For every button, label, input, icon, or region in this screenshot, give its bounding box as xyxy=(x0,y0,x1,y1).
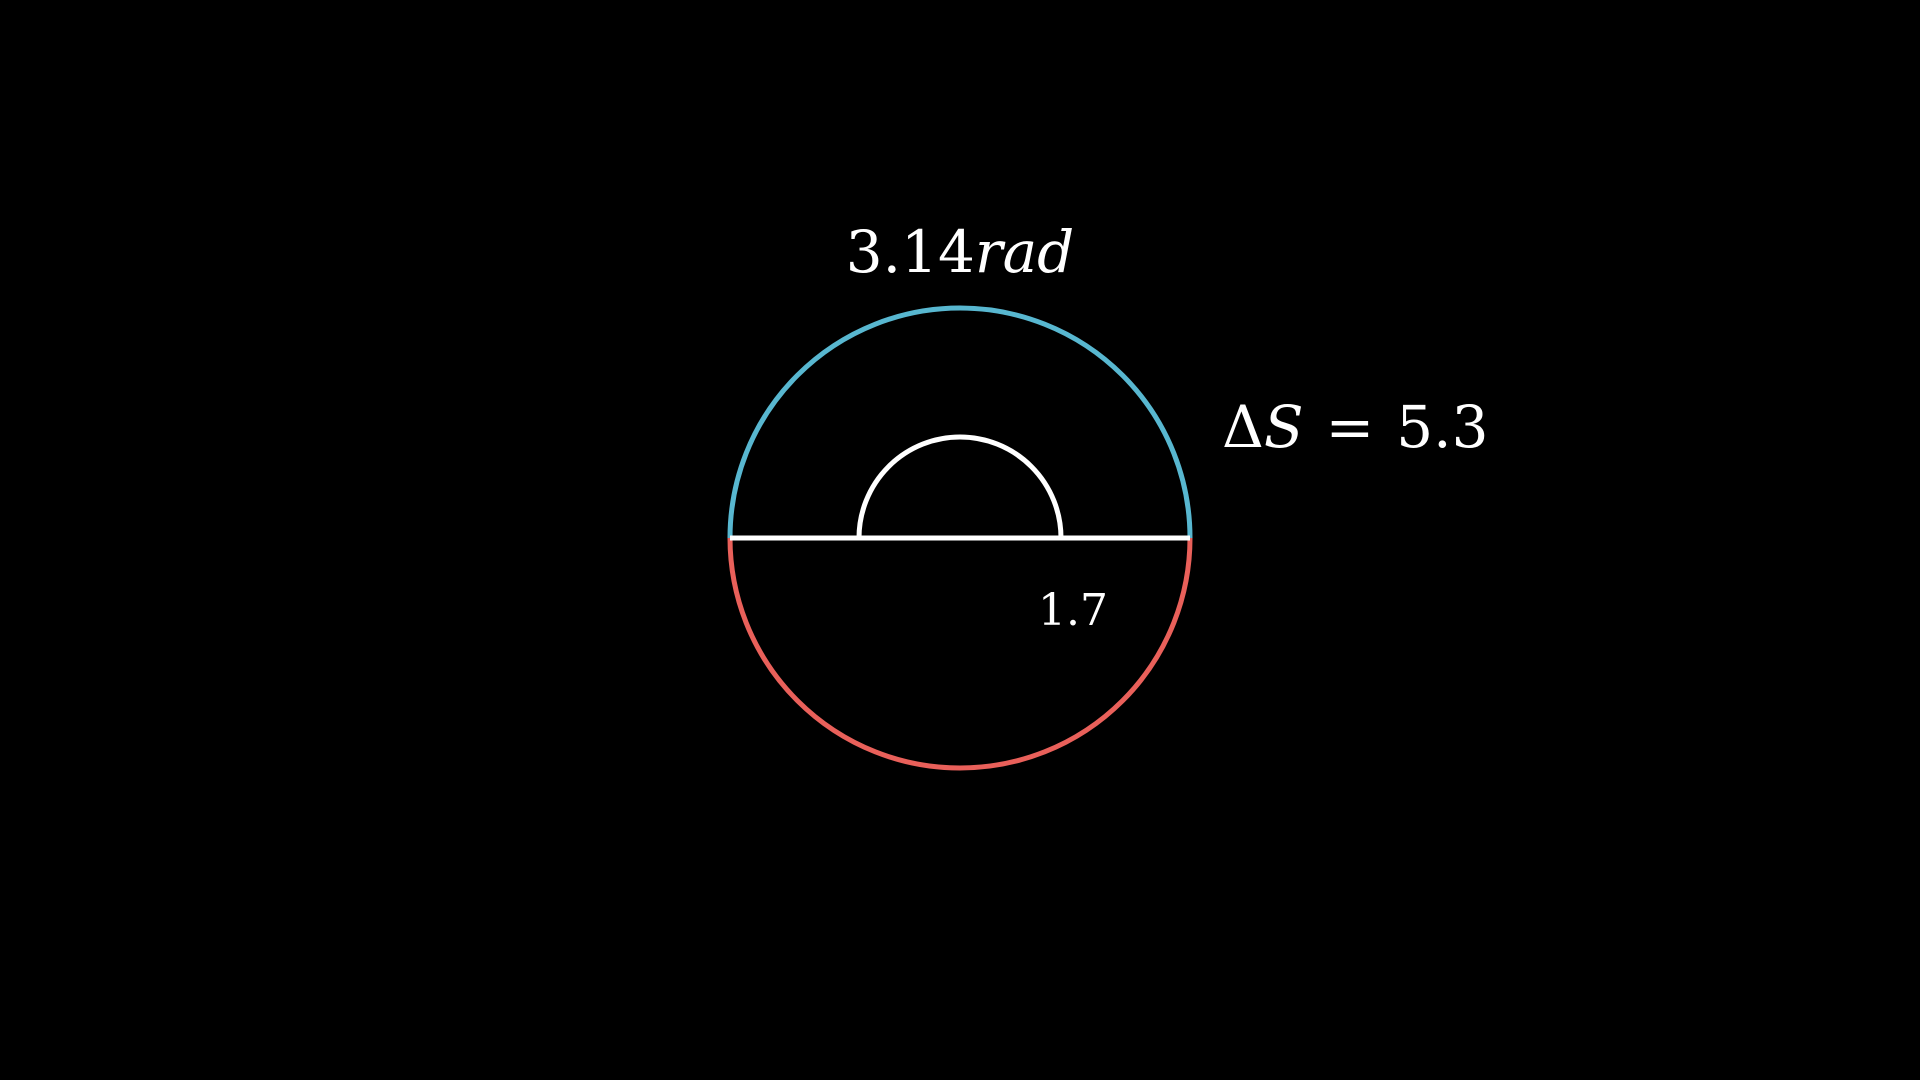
arc-length-delta: Δ xyxy=(1222,393,1264,461)
radius-label: 1.7 xyxy=(1038,585,1108,636)
angle-label-value: 3.14 xyxy=(846,218,975,286)
upper-semicircle-arc xyxy=(727,305,1193,539)
lower-semicircle-arc xyxy=(727,537,1193,771)
angle-label: 3.14rad xyxy=(846,218,1075,286)
angle-label-unit: rad xyxy=(975,218,1074,286)
angle-marker-arc xyxy=(856,434,1064,539)
arc-length-equals: = xyxy=(1326,393,1375,461)
arc-length-symbol: S xyxy=(1264,393,1304,461)
arc-length-value: 5.3 xyxy=(1396,393,1488,461)
arc-length-label: ΔS = 5.3 xyxy=(1222,393,1488,461)
